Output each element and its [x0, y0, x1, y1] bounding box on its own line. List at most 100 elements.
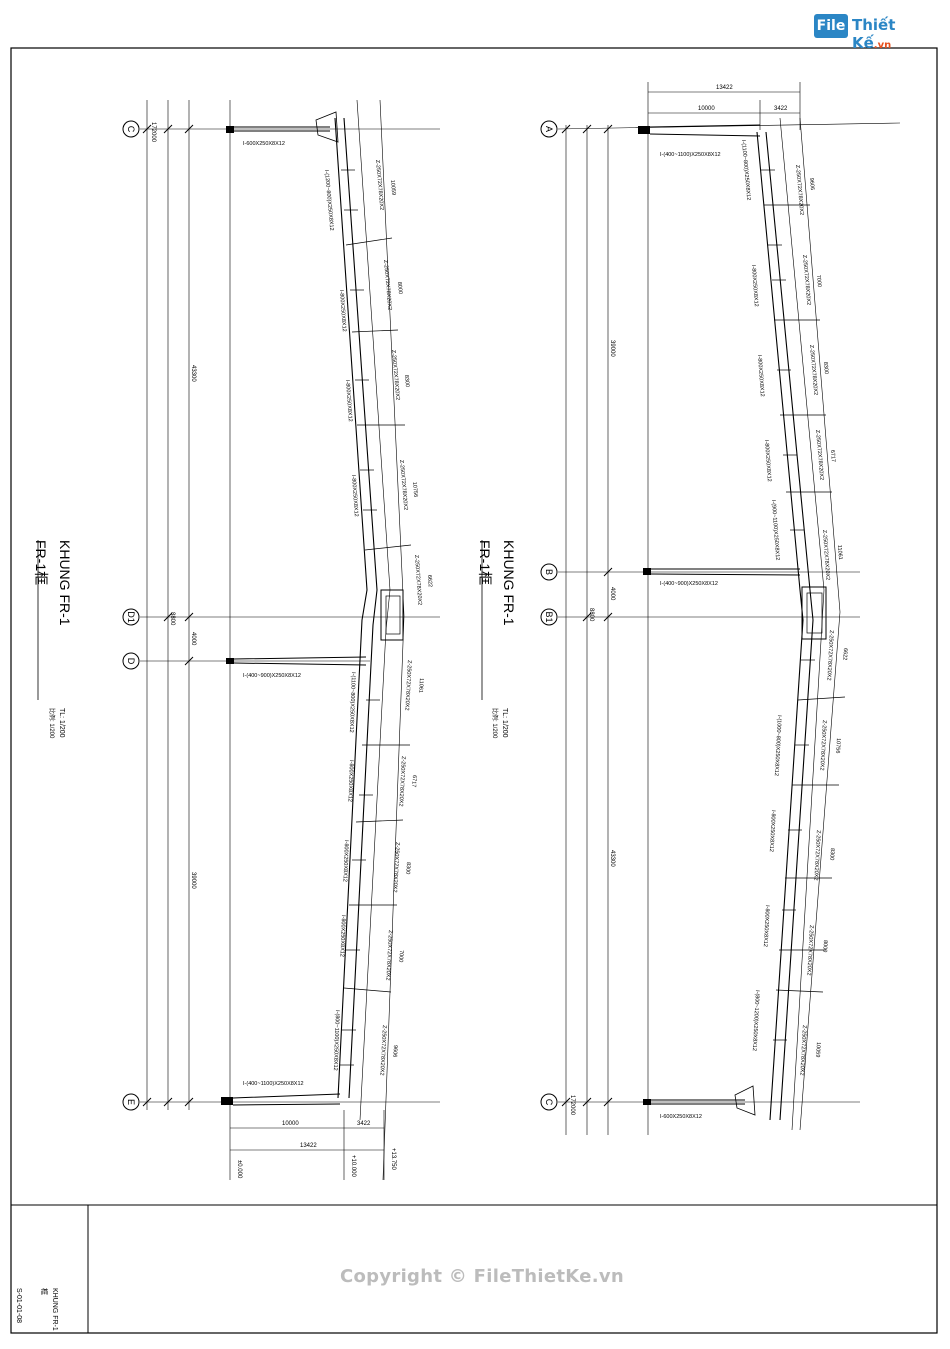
frame-scale-cn: 比例: 1/200 [48, 708, 56, 739]
member-label: I-(400~1100)X250X8X12 [660, 152, 721, 158]
member-label: I-800X250X8X12 [756, 355, 765, 397]
dim-text: 6717 [410, 775, 417, 788]
title-block-drawing-name: KHUNG FR-1 [51, 1288, 58, 1331]
dim-text: 6622 [426, 575, 433, 588]
svg-text:E: E [126, 1099, 136, 1105]
dim-text: 6717 [829, 450, 836, 463]
grid-bubble: C [122, 120, 140, 138]
frame-title-cn: FR-1框 [477, 540, 493, 585]
member-label: I-600X250X8X12 [660, 1114, 702, 1120]
svg-text:B: B [544, 569, 554, 575]
svg-text:C: C [126, 126, 136, 133]
dim-text: 43300 [190, 365, 196, 382]
member-label: I-(1100~800)X250X8X12 [348, 672, 356, 733]
frame-title: KHUNG FR-1 [501, 540, 517, 626]
member-label: I-800X250X8X12 [339, 915, 346, 957]
purlin-label: Z-250X72X78X20X2 [413, 555, 423, 606]
dim-text: 172000 [150, 122, 156, 143]
frame-title-cn: FR-1框 [33, 540, 49, 585]
member-label: I-(1000~800)X250X8X12 [773, 715, 782, 776]
purlin-label: Z-250X72X78X20X2 [382, 260, 392, 311]
grid-bubble: D [122, 652, 140, 670]
purlin-label: Z-250X72X78X20X2 [798, 1025, 807, 1076]
svg-text:D1: D1 [126, 611, 136, 623]
frame-scale: TL: 1/200 [501, 708, 508, 738]
purlin-label: Z-250X72X78X20X2 [805, 925, 814, 976]
member-label: I-(400~900)X250X8X12 [660, 581, 718, 587]
dim-text: 9606 [808, 178, 815, 191]
member-label: I-800X250X8X12 [350, 475, 359, 517]
dim-text: 6622 [841, 648, 848, 661]
svg-text:B1: B1 [544, 611, 554, 622]
dim-text: 4000 [190, 632, 196, 646]
dim-text: 7000 [397, 950, 404, 963]
member-label: I-800X250X8X12 [750, 265, 759, 307]
dim-text: 10059 [814, 1042, 821, 1058]
dim-text: 8000 [396, 282, 403, 295]
grid-bubble: C [540, 1093, 558, 1111]
purlin-ticks [340, 169, 412, 1066]
purlin-label: Z-250X72X78X20X2 [794, 165, 804, 216]
dim-text: 39000 [190, 872, 196, 889]
frame-scale-cn: 比例: 1/200 [491, 708, 499, 739]
member-label: I-600X250X8X12 [243, 141, 285, 147]
purlin-ticks [761, 169, 846, 1041]
level-text: +13.750 [390, 1148, 396, 1171]
purlin-label: Z-250X72X78X20X2 [374, 160, 384, 211]
frame-scale: TL: 1/200 [58, 708, 65, 738]
svg-text:C: C [544, 1099, 554, 1106]
dim-text: 8300 [828, 848, 835, 861]
member-label: I-(900~1100)X250X8X12 [770, 500, 780, 561]
member-label: I-800X250X8X12 [342, 840, 349, 882]
title-block-sheet-no: S-01-01-08 [15, 1288, 22, 1323]
grid-bubble: E [122, 1093, 140, 1111]
left-frame-elevation: C D1 D E 172000 43300 8800 4000 39000 [33, 99, 440, 1181]
dim-text: 3422 [774, 106, 788, 112]
dim-text: 7000 [815, 275, 822, 288]
member-label: I-(400~900)X250X8X12 [243, 673, 301, 679]
purlin-label: Z-250X72X78X20X2 [814, 430, 824, 481]
svg-text:A: A [544, 126, 554, 132]
member-label: I-800X250X8X12 [768, 810, 776, 852]
member-label: I-800X250X8X12 [347, 760, 354, 802]
dim-text: 172000 [569, 1095, 575, 1116]
dim-text: 8800 [169, 612, 175, 626]
right-frame-elevation: A B B1 C 172000 39000 4000 8800 43300 [477, 82, 901, 1135]
purlin-label: Z-250X72X78X20X2 [818, 720, 827, 771]
dim-text: 10059 [389, 180, 396, 196]
dim-text: 8300 [822, 362, 829, 375]
title-block-drawing-name-cn: 框 [40, 1288, 49, 1295]
purlin-label: Z-250X72X78X20X2 [397, 756, 406, 807]
svg-text:D: D [126, 658, 136, 665]
purlin-label: Z-250X72X78X20X2 [384, 930, 393, 981]
dim-text: 8000 [821, 940, 828, 953]
level-text: ±0.000 [236, 1160, 242, 1179]
member-label: I-(800~1200)X250X8X12 [751, 990, 760, 1051]
purlin-label: Z-250X72X78X20X2 [808, 345, 818, 396]
grid-bubble: B [540, 563, 558, 581]
dim-text: 13422 [716, 85, 733, 91]
dim-text: 43300 [609, 850, 615, 867]
member-label: I-800X250X8X12 [763, 440, 772, 482]
frame-title: KHUNG FR-1 [57, 540, 73, 626]
member-label: I-800X250X8X12 [338, 290, 347, 332]
purlin-label: Z-250X72X78X20X2 [801, 255, 811, 306]
member-label: I-800X250X8X12 [344, 380, 353, 422]
logo-tld: .vn [873, 40, 892, 51]
dim-text: 10000 [698, 106, 715, 112]
brand-logo: File Thiết Kế.vn [814, 14, 934, 52]
grid-bubble: B1 [540, 608, 558, 626]
purlin-label: Z-250X72X78X20X2 [378, 1025, 387, 1076]
dim-text: 13422 [300, 1143, 317, 1149]
logo-badge: File [814, 14, 848, 38]
dim-text: 8800 [588, 608, 594, 622]
sheet-border [10, 47, 938, 1334]
logo-name: Thiết Kế [852, 16, 896, 52]
logo-text: Thiết Kế.vn [852, 16, 934, 52]
dim-text: 11061 [836, 545, 843, 560]
dim-text: 39000 [609, 340, 615, 357]
purlin-label: Z-250X72X78X20X2 [821, 530, 831, 581]
copyright-watermark: Copyright © FileThietKe.vn [340, 1266, 625, 1287]
